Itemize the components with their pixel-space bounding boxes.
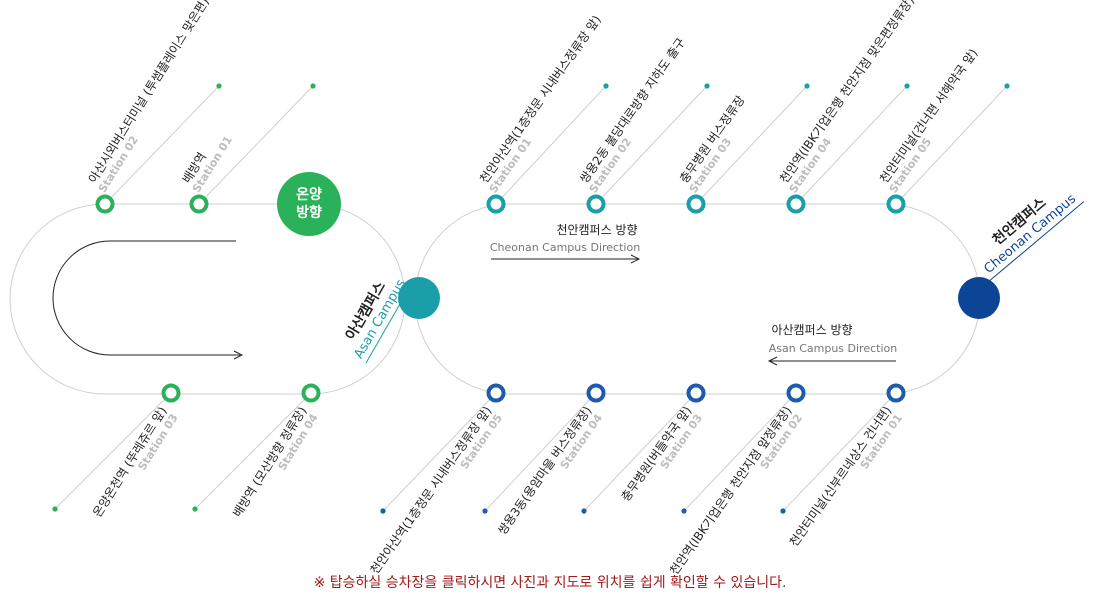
asan-campus-hub[interactable] (398, 277, 440, 319)
cheonan-top-stop[interactable]: 천안터미널(건너편 서해약국 앞)Station 05 (874, 46, 1010, 214)
stop-label: 쌍용3동(용암마을 버스정류장)Station 04 (495, 404, 605, 538)
direction-to-asan: 아산캠퍼스 방향 Asan Campus Direction (767, 323, 898, 366)
stop-leader-line (782, 392, 897, 512)
stop-marker[interactable] (686, 383, 706, 403)
stop-leader-dot (581, 508, 587, 514)
asan-bottom-stop[interactable]: 온양온천역 (뚜레쥬르 앞)Station 03 (52, 383, 181, 527)
stop-leader-line (495, 85, 607, 205)
stop-label: 충무병원(버들약국 앞)Station 03 (618, 403, 705, 504)
footnote: ※ 탑승하실 승차장을 클릭하시면 사진과 지도로 위치를 쉽게 확인할 수 있… (313, 575, 787, 591)
stop-leader-dot (216, 83, 222, 89)
stop-name: 천안아산역(1층정문 시내버스정류장 앞) (476, 12, 604, 185)
stop-name: 온양온천역 (뚜레쥬르 앞) (89, 404, 169, 520)
stop-marker[interactable] (786, 194, 806, 214)
stop-label: 천안터미널(신부르네상스 건너편)Station 01 (786, 403, 905, 549)
asan-bottom-stop[interactable]: 배방역 (모산방향 정류장)Station 04 (192, 383, 321, 527)
asan-route-loop (9, 203, 406, 395)
stop-leader-line (595, 85, 708, 205)
stop-leader-line (194, 392, 312, 510)
stop-name: 쌍용2동 불당대로방향 지하도 출구 (577, 35, 688, 185)
stop-leader-dot (603, 83, 609, 89)
cheonan-campus-label: 천안캠퍼스 Cheonan Campus (981, 191, 1085, 282)
stop-leader-dot (704, 83, 710, 89)
stop-marker[interactable] (486, 194, 506, 214)
stop-leader-line (54, 392, 172, 510)
stop-leader-line (583, 392, 697, 512)
svg-text:Cheonan Campus Direction: Cheonan Campus Direction (490, 241, 640, 254)
cheonan-bottom-stop[interactable]: 충무병원(버들약국 앞)Station 03 (581, 383, 706, 514)
stop-leader-dot (804, 83, 810, 89)
stop-name: 천안아산역(1층정문 시내버스정류장 앞) (367, 403, 495, 576)
stop-marker[interactable] (886, 194, 906, 214)
stop-marker[interactable] (161, 383, 181, 403)
stop-marker[interactable] (486, 383, 506, 403)
stop-leader-line (104, 85, 220, 205)
stop-name: 천안터미널(건너편 서해약국 앞) (876, 46, 980, 186)
u-turn-arrow (52, 240, 244, 360)
stop-leader-dot (780, 508, 786, 514)
stop-leader-line (683, 392, 797, 512)
onyang-direction-hub[interactable]: 온양 방향 (277, 172, 341, 236)
stop-leader-dot (1004, 83, 1010, 89)
cheonan-campus-hub[interactable] (958, 277, 1000, 319)
stop-marker[interactable] (301, 383, 321, 403)
stop-marker[interactable] (95, 194, 115, 214)
svg-text:아산캠퍼스 방향: 아산캠퍼스 방향 (771, 323, 852, 337)
stop-marker[interactable] (586, 194, 606, 214)
svg-text:Asan Campus Direction: Asan Campus Direction (769, 342, 898, 355)
stop-marker[interactable] (886, 383, 906, 403)
stop-marker[interactable] (586, 383, 606, 403)
stop-leader-dot (52, 506, 58, 512)
stop-leader-line (382, 392, 497, 512)
stop-leader-line (198, 85, 314, 205)
stop-leader-line (895, 85, 1008, 205)
stop-leader-dot (310, 83, 316, 89)
cheonan-bottom-stop[interactable]: 쌍용3동(용암마을 버스정류장)Station 04 (482, 383, 606, 545)
stop-name: 쌍용3동(용암마을 버스정류장) (495, 404, 594, 538)
stop-marker[interactable] (189, 194, 209, 214)
stop-label: 온양온천역 (뚜레쥬르 앞)Station 03 (89, 404, 180, 520)
stop-leader-dot (681, 508, 687, 514)
svg-text:방향: 방향 (296, 204, 322, 221)
stop-leader-dot (380, 508, 386, 514)
stop-label: 천안아산역(1층정문 시내버스정류장 앞)Station 05 (367, 403, 505, 576)
svg-text:온양: 온양 (296, 187, 322, 203)
direction-to-cheonan: 천안캠퍼스 방향 Cheonan Campus Direction (490, 222, 640, 264)
stop-leader-dot (192, 506, 198, 512)
cheonan-route-loop (414, 203, 981, 395)
stop-leader-line (484, 392, 597, 512)
stop-marker[interactable] (786, 383, 806, 403)
stop-leader-dot (904, 83, 910, 89)
stop-label: 천안터미널(건너편 서해약국 앞)Station 05 (876, 46, 980, 196)
stop-leader-dot (482, 508, 488, 514)
stop-leader-line (695, 85, 808, 205)
stop-label: 배방역 (모산방향 정류장)Station 04 (230, 404, 321, 519)
stop-marker[interactable] (686, 194, 706, 214)
asan-campus-label: 아산캠퍼스 Asan Campus (342, 277, 412, 364)
stop-name: 천안터미널(신부르네상스 건너편) (786, 403, 895, 549)
svg-text:천안캠퍼스 방향: 천안캠퍼스 방향 (556, 222, 637, 237)
cheonan-bottom-stop[interactable]: 천안터미널(신부르네상스 건너편)Station 01 (780, 383, 906, 557)
stop-leader-line (795, 85, 908, 205)
cheonan-bottom-stop[interactable]: 천안아산역(1층정문 시내버스정류장 앞)Station 05 (367, 383, 506, 585)
stop-name: 충무병원(버들약국 앞) (618, 403, 695, 504)
